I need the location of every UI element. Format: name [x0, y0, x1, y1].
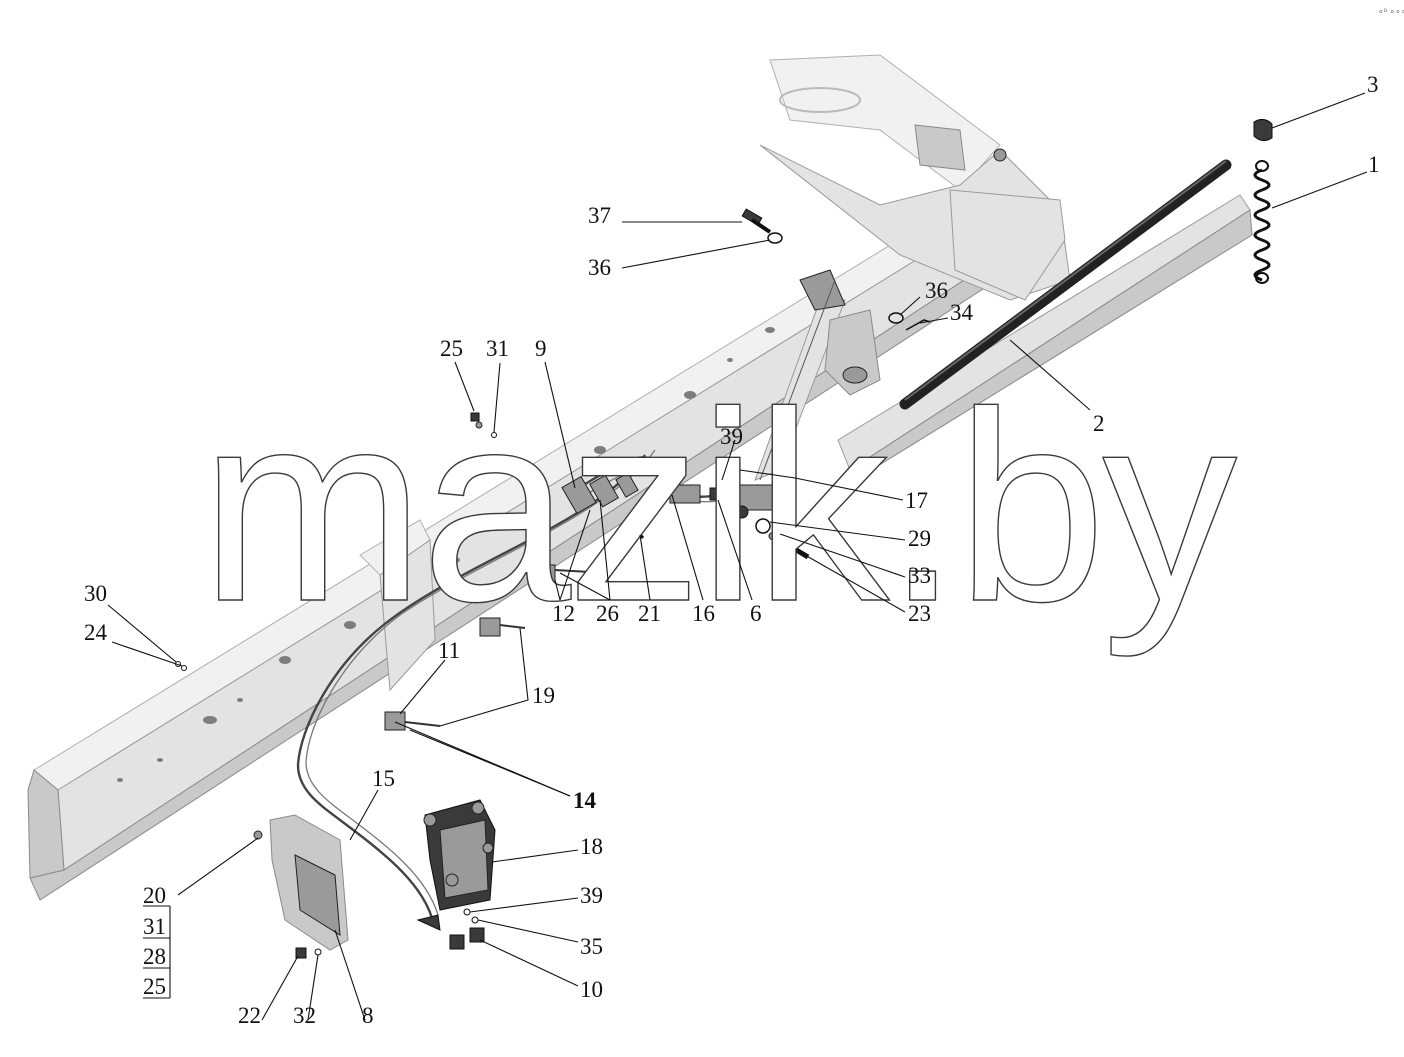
callout-31-upper: 31	[486, 336, 509, 361]
callout-16: 16	[692, 601, 715, 626]
angle-bracket	[837, 194, 1253, 481]
callout-36-lower: 36	[925, 278, 948, 303]
callout-17: 17	[905, 488, 928, 513]
callout-1: 1	[1368, 152, 1380, 177]
cylinder-bracket	[824, 309, 881, 396]
mount-plate-8	[253, 814, 349, 959]
callout-11: 11	[438, 638, 460, 663]
washer-29	[755, 518, 771, 534]
cab-mount-bracket	[759, 54, 1071, 301]
hose-tip	[416, 914, 441, 931]
callout-9: 9	[535, 336, 547, 361]
callout-24: 24	[84, 620, 108, 645]
callout-22: 22	[238, 1003, 261, 1028]
hand-pump-18	[423, 799, 496, 911]
callout-10: 10	[580, 977, 603, 1002]
rail-spacer	[359, 519, 436, 692]
callout-29: 29	[908, 526, 931, 551]
callout-3: 3	[1367, 72, 1379, 97]
callout-labels: 3 1 2 37 36 36 34 25 31 9 39 17 29 33 23…	[84, 72, 1380, 1028]
callout-35: 35	[580, 934, 603, 959]
callout-37: 37	[588, 203, 611, 228]
washer-36-lower	[888, 312, 904, 324]
callout-36-upper: 36	[588, 255, 611, 280]
washer-39-lower	[463, 908, 471, 916]
clamp-12	[534, 564, 591, 584]
hose-fittings	[561, 472, 724, 515]
leader-lines	[107, 92, 1368, 1021]
callout-19: 19	[532, 683, 555, 708]
callout-20: 20	[143, 883, 166, 908]
nut-25	[470, 412, 480, 422]
callout-39-lower: 39	[580, 883, 603, 908]
clamp-19-upper	[479, 617, 526, 637]
callout-34: 34	[950, 300, 974, 325]
callout-25-upper: 25	[440, 336, 463, 361]
bolt-21	[630, 524, 645, 539]
washer-36-upper	[767, 232, 783, 244]
ring-35	[471, 916, 479, 924]
callout-18: 18	[580, 834, 603, 859]
callout-21: 21	[638, 601, 661, 626]
callout-14: 14	[573, 788, 597, 813]
callout-2: 2	[1093, 411, 1105, 436]
corner-mark: ∘ᵒ ∘∘∘	[1378, 6, 1404, 16]
bolt-23	[779, 537, 810, 560]
lift-cylinder	[729, 269, 846, 519]
callout-33: 33	[908, 563, 931, 588]
callout-30: 30	[84, 581, 107, 606]
callout-23: 23	[908, 601, 931, 626]
bolt-37	[741, 208, 772, 234]
callout-31-lower: 31	[143, 914, 166, 939]
washer-31	[491, 432, 497, 438]
callout-39-upper: 39	[720, 424, 743, 449]
spring	[1253, 160, 1271, 284]
callout-28: 28	[143, 944, 166, 969]
callout-25-lower: 25	[143, 974, 166, 999]
callout-15: 15	[372, 766, 395, 791]
callout-26: 26	[596, 601, 619, 626]
callout-8: 8	[362, 1003, 374, 1028]
clamp-14	[384, 711, 441, 731]
callout-12: 12	[552, 601, 575, 626]
washer-25	[475, 421, 483, 429]
torsion-bar	[899, 159, 1232, 410]
fitting-10	[449, 927, 485, 950]
callout-32: 32	[293, 1003, 316, 1028]
washer-33	[768, 531, 780, 541]
spring-clip	[1253, 118, 1273, 142]
nut-24	[181, 665, 187, 671]
callout-6: 6	[750, 601, 762, 626]
